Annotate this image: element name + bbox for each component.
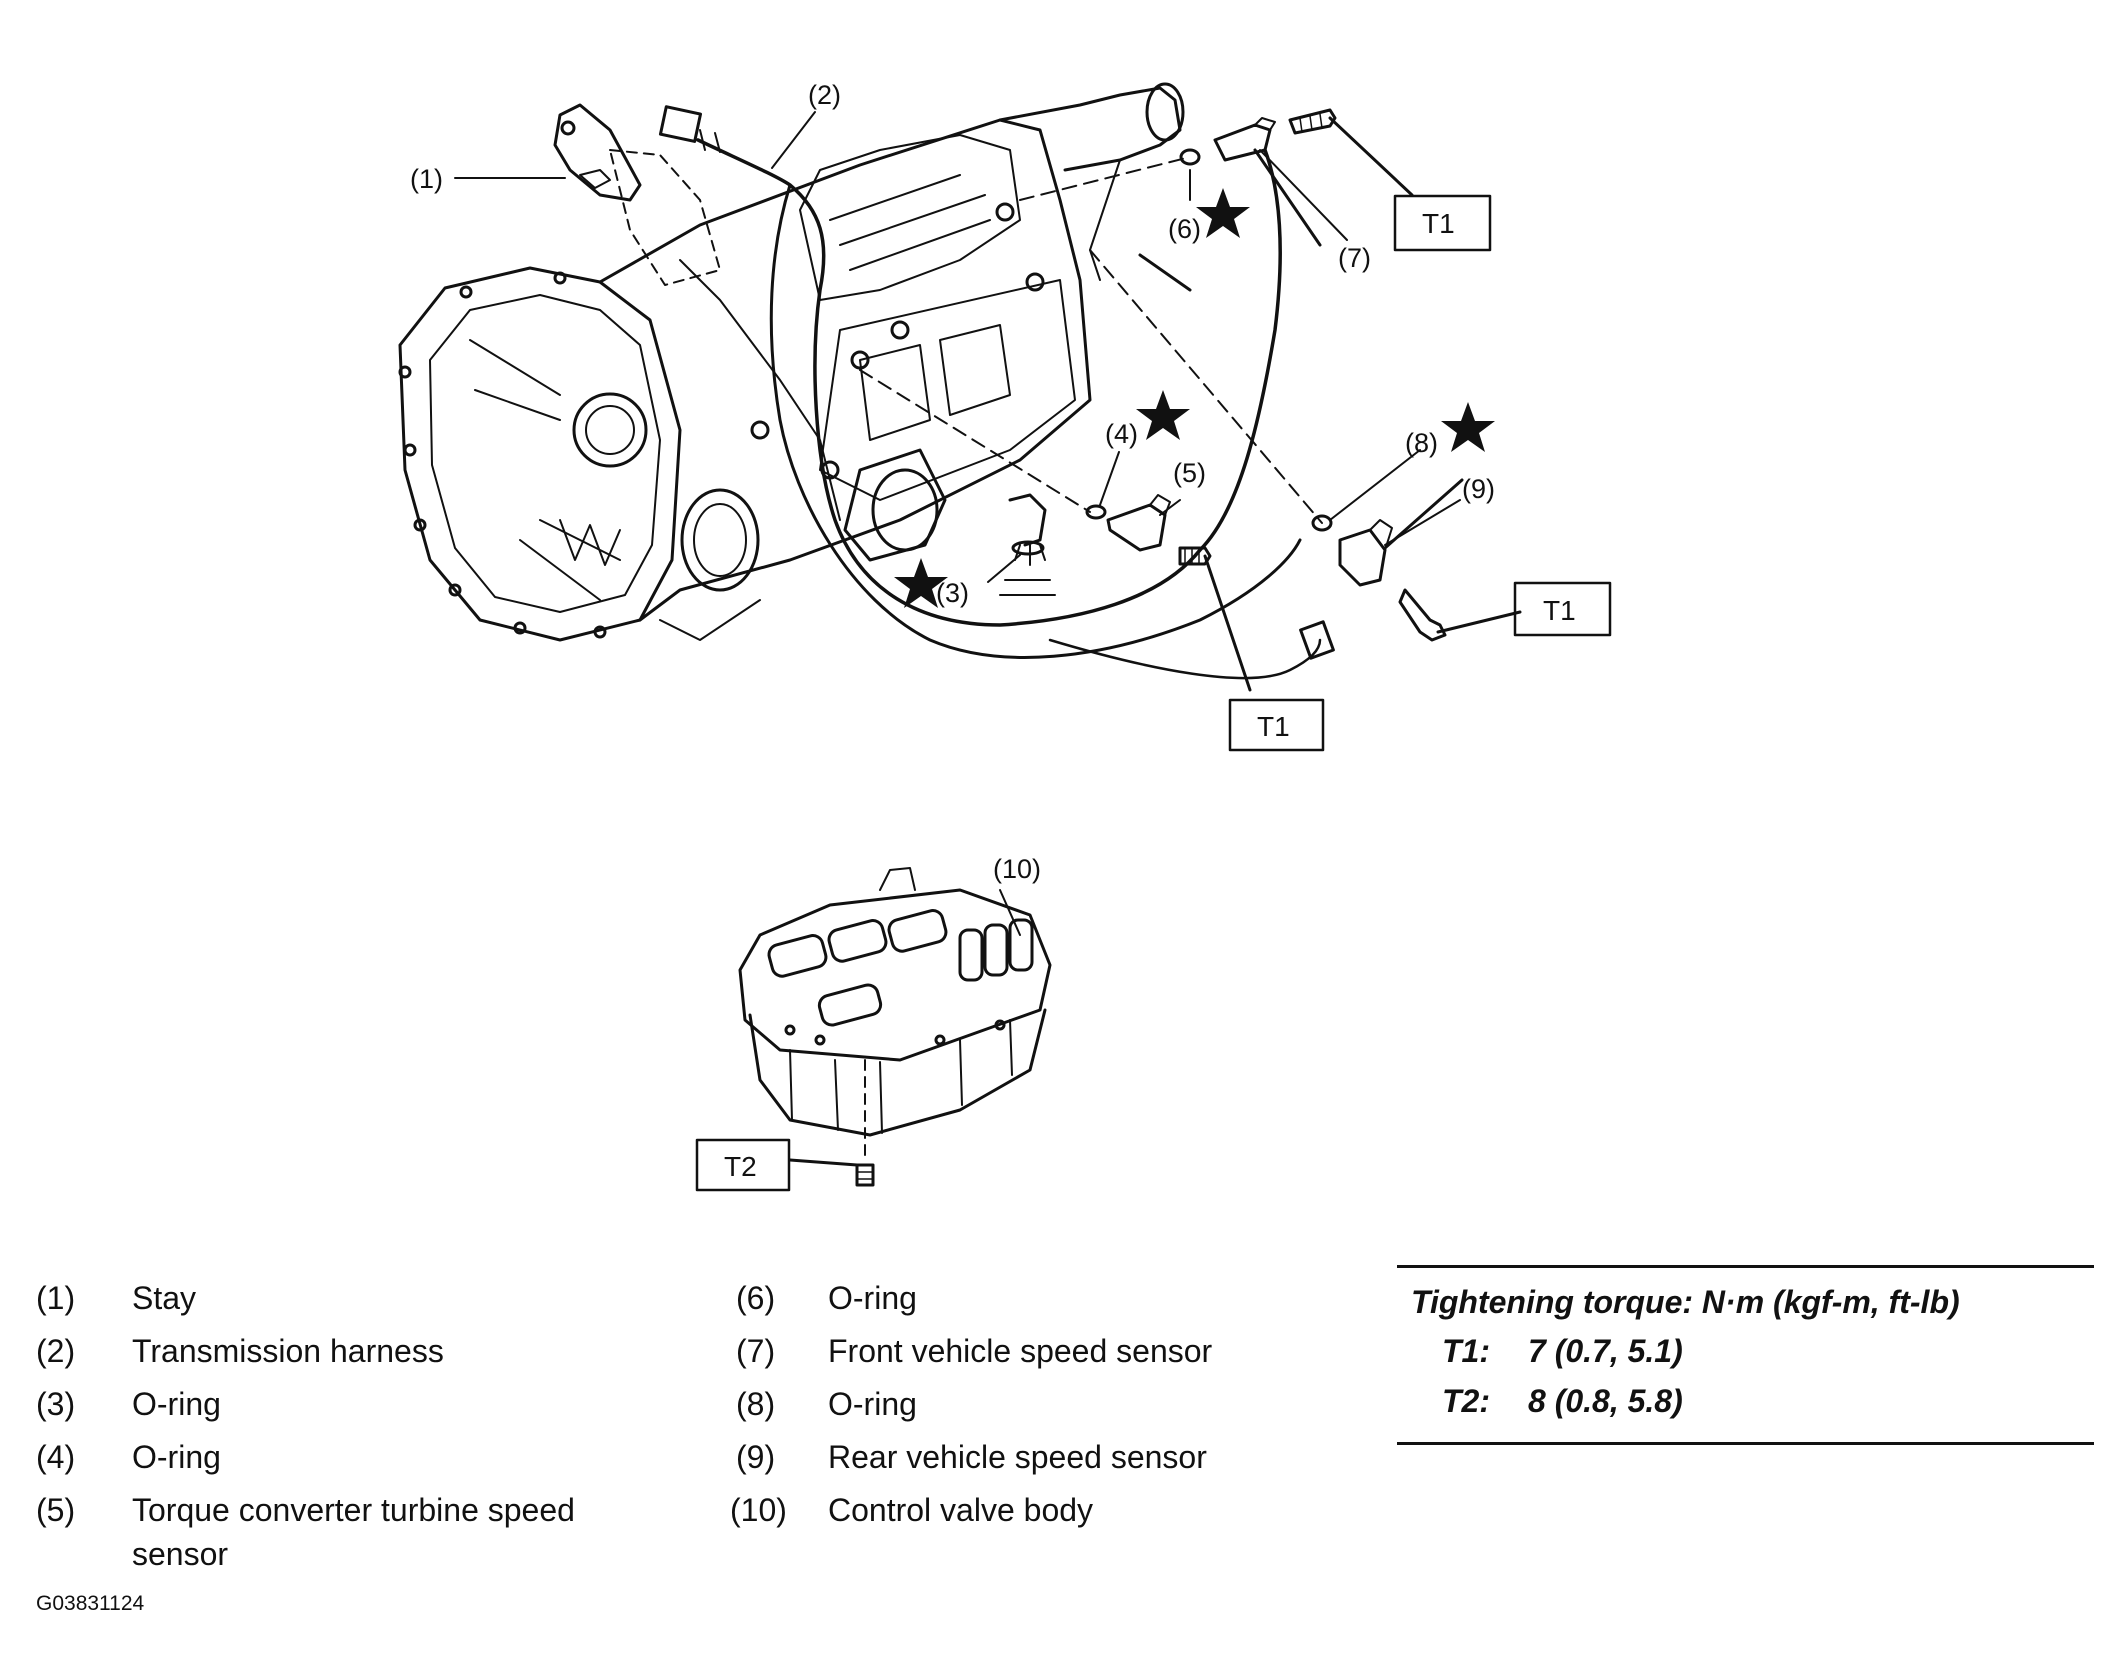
replace-part-star-icons xyxy=(894,188,1495,608)
legend-number: (6) xyxy=(736,1280,776,1316)
callout-10: (10) xyxy=(993,854,1041,884)
legend-label: Rear vehicle speed sensor xyxy=(828,1439,1207,1475)
torque-box-t1-rear: T1 xyxy=(1543,595,1576,626)
legend-item-9: (9) Rear vehicle speed sensor xyxy=(730,1431,1370,1484)
legend-item-10: (10) Control valve body xyxy=(730,1484,1370,1537)
legend-item-3: (3) O-ring xyxy=(36,1378,716,1431)
transmission-assembly xyxy=(398,82,1185,642)
legend-label: O-ring xyxy=(132,1439,221,1475)
legend-item-8: (8) O-ring xyxy=(730,1378,1370,1431)
torque-value: 8 (0.8, 5.8) xyxy=(1528,1383,1683,1419)
transmission-harness xyxy=(658,105,1335,680)
legend-item-7: (7) Front vehicle speed sensor xyxy=(730,1325,1370,1378)
torque-row-t1: T1: 7 (0.7, 5.1) xyxy=(1397,1326,2094,1376)
torque-box-t1-turbine: T1 xyxy=(1257,711,1290,742)
torque-box-frames xyxy=(695,194,1612,1192)
legend-label: Front vehicle speed sensor xyxy=(828,1333,1213,1369)
legend-item-4: (4) O-ring xyxy=(36,1431,716,1484)
legend-label: O-ring xyxy=(828,1280,917,1316)
legend-label: Transmission harness xyxy=(132,1333,444,1369)
callout-2: (2) xyxy=(808,80,841,110)
torque-value: 7 (0.7, 5.1) xyxy=(1528,1333,1683,1369)
torque-row-t2: T2: 8 (0.8, 5.8) xyxy=(1397,1376,2094,1426)
torque-box-t1-front: T1 xyxy=(1422,208,1455,239)
legend-number: (2) xyxy=(36,1333,76,1369)
legend-number: (3) xyxy=(36,1386,76,1422)
turbine-speed-sensor xyxy=(859,369,1252,692)
torque-table-title: Tightening torque: N·m (kgf-m, ft-lb) xyxy=(1411,1284,1960,1320)
star-icon xyxy=(1136,390,1190,440)
legend-label: Control valve body xyxy=(828,1492,1094,1528)
callout-labels: (1) (2) (3) (4) (5) (6) (7) (8) (9) (10) xyxy=(410,80,1495,884)
figure-id: G03831124 xyxy=(36,1592,145,1615)
callout-8: (8) xyxy=(1405,428,1438,458)
legend-number: (1) xyxy=(36,1280,76,1316)
front-vehicle-speed-sensor xyxy=(1019,108,1414,247)
torque-key: T1: xyxy=(1442,1333,1490,1369)
callout-9: (9) xyxy=(1462,474,1495,504)
legend-number: (5) xyxy=(36,1492,76,1528)
legend-item-1: (1) Stay xyxy=(36,1272,716,1325)
callout-1: (1) xyxy=(410,164,443,194)
tightening-torque-table: Tightening torque: N·m (kgf-m, ft-lb) T1… xyxy=(1397,1265,2094,1445)
legend-label: O-ring xyxy=(828,1386,917,1422)
torque-key: T2: xyxy=(1442,1383,1490,1419)
legend-column-middle: (6) O-ring (7) Front vehicle speed senso… xyxy=(730,1272,1370,1537)
torque-box-t2: T2 xyxy=(724,1151,757,1182)
o-ring-3-connector xyxy=(999,493,1056,596)
star-icon xyxy=(894,558,948,608)
callout-4: (4) xyxy=(1105,419,1138,449)
star-icon xyxy=(1196,188,1250,238)
legend-label: Stay xyxy=(132,1280,197,1316)
legend-number: (7) xyxy=(736,1333,776,1369)
legend-column-left: (1) Stay (2) Transmission harness (3) O-… xyxy=(36,1272,716,1580)
legend-item-6: (6) O-ring xyxy=(730,1272,1370,1325)
control-valve-body xyxy=(738,867,1052,1187)
callout-6: (6) xyxy=(1168,214,1201,244)
legend-number: (4) xyxy=(36,1439,76,1475)
legend-label: Torque converter turbine speed sensor xyxy=(132,1492,575,1572)
legend-number: (8) xyxy=(736,1386,776,1422)
callout-3: (3) xyxy=(936,578,969,608)
legend-item-5: (5) Torque converter turbine speed senso… xyxy=(36,1484,716,1580)
stay-bracket xyxy=(553,103,721,286)
legend-number: (9) xyxy=(736,1439,776,1475)
legend-label: O-ring xyxy=(132,1386,221,1422)
star-icon xyxy=(1441,402,1495,452)
callout-leaders xyxy=(454,111,1461,936)
callout-7: (7) xyxy=(1338,243,1371,273)
legend-item-2: (2) Transmission harness xyxy=(36,1325,716,1378)
torque-box-labels: T1 T1 T1 T2 xyxy=(724,208,1576,1182)
callout-5: (5) xyxy=(1173,458,1206,488)
legend-number: (10) xyxy=(730,1492,787,1528)
